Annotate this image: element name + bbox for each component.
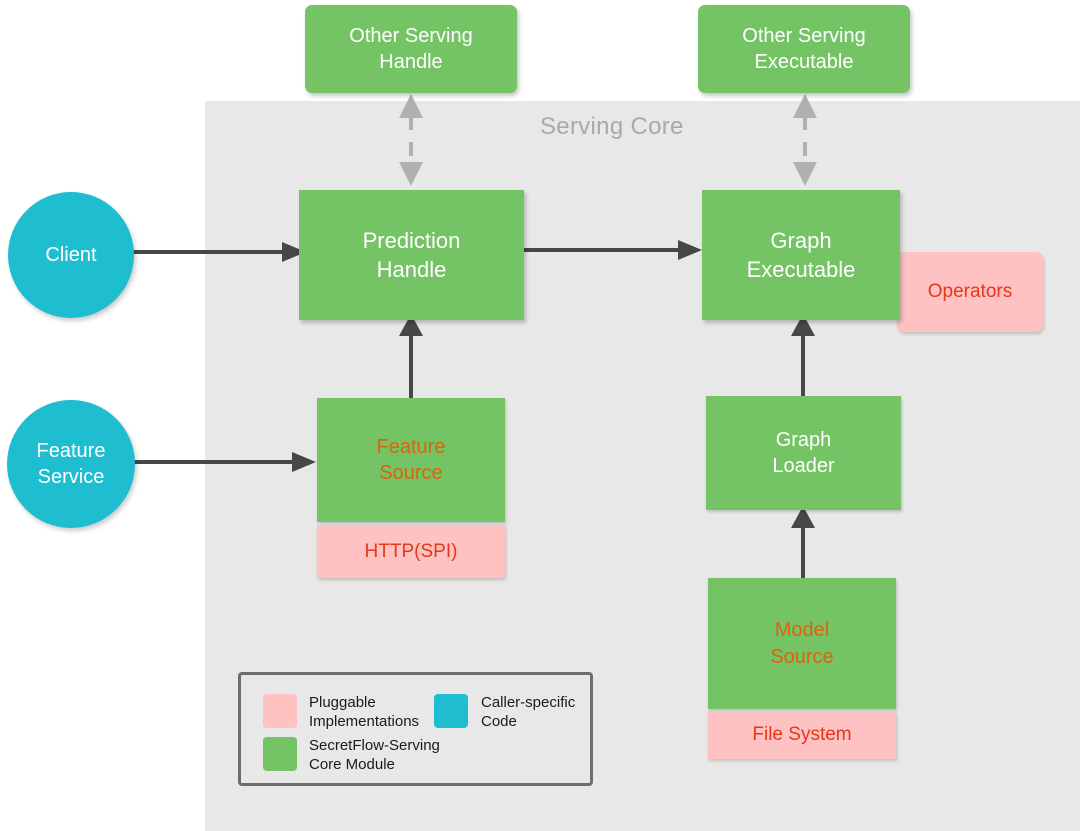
node-label-line1: Other Serving — [349, 24, 473, 47]
node-feature-source[interactable]: Feature Source — [317, 398, 505, 522]
node-label-line1: Model — [774, 619, 830, 642]
legend-label-core-module: SecretFlow-Serving Core Module — [309, 736, 459, 774]
node-operators[interactable]: Operators — [897, 252, 1043, 332]
legend-label-pluggable: Pluggable Implementations — [309, 693, 429, 731]
legend-label-line1: SecretFlow-Serving — [309, 737, 440, 754]
legend-label-line2: Code — [481, 713, 517, 731]
node-label-line1: Prediction — [362, 227, 461, 253]
node-label-line2: Source — [379, 462, 443, 484]
node-label-line2: Service — [37, 466, 105, 488]
node-label-line1: Graph — [770, 227, 832, 253]
node-model-source[interactable]: Model Source — [708, 578, 896, 709]
node-http-spi[interactable]: HTTP(SPI) — [317, 525, 505, 578]
node-label: Client — [45, 244, 97, 266]
serving-core-title: Serving Core — [540, 113, 684, 140]
legend: Pluggable Implementations Caller-specifi… — [238, 672, 593, 786]
legend-swatch-caller-specific — [434, 694, 468, 728]
legend-swatch-core-module — [263, 737, 297, 771]
node-label-line1: Graph — [775, 428, 832, 451]
node-label: Operators — [927, 281, 1013, 303]
node-label: File System — [752, 724, 852, 746]
node-feature-service[interactable]: Feature Service — [7, 400, 135, 528]
node-prediction-handle[interactable]: Prediction Handle — [299, 190, 524, 320]
node-label-line2: Handle — [376, 257, 447, 282]
node-client[interactable]: Client — [8, 192, 134, 318]
node-label: HTTP(SPI) — [364, 540, 458, 562]
node-label-line1: Feature — [376, 435, 446, 458]
node-label-line1: Other Serving — [742, 24, 866, 47]
node-label-line2: Handle — [379, 51, 443, 73]
node-label-line2: Loader — [772, 455, 835, 477]
legend-label-line1: Caller-specific — [481, 694, 576, 711]
legend-label-line2: Implementations — [309, 713, 420, 731]
node-graph-loader[interactable]: Graph Loader — [706, 396, 901, 510]
node-label-line2: Executable — [754, 51, 854, 73]
legend-label-line2: Core Module — [309, 756, 395, 774]
legend-swatch-pluggable — [263, 694, 297, 728]
node-other-serving-executable[interactable]: Other Serving Executable — [698, 5, 910, 93]
node-graph-executable[interactable]: Graph Executable — [702, 190, 900, 320]
node-label-line1: Feature — [36, 440, 106, 462]
node-file-system[interactable]: File System — [708, 711, 896, 759]
legend-label-caller-specific: Caller-specific Code — [481, 693, 596, 731]
node-other-serving-handle[interactable]: Other Serving Handle — [305, 5, 517, 93]
legend-label-line1: Pluggable — [309, 694, 376, 711]
node-label-line2: Source — [770, 645, 834, 668]
node-label-line2: Executable — [746, 257, 856, 282]
